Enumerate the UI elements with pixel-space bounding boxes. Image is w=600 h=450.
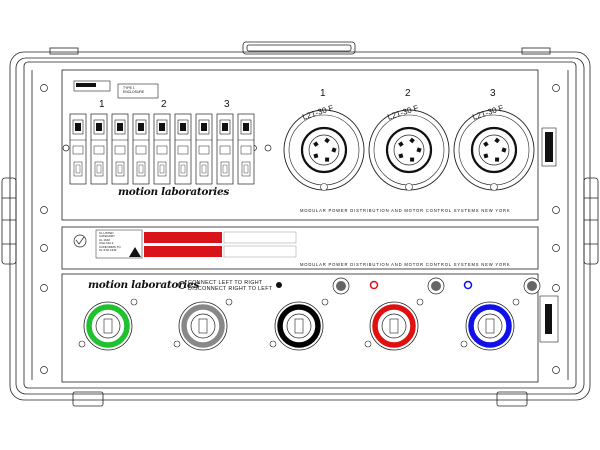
circuit-number-3: 3 xyxy=(224,99,230,110)
breaker-6[interactable] xyxy=(174,113,192,185)
breaker-group xyxy=(69,113,255,185)
type-label-box xyxy=(117,83,159,99)
camlok-panel xyxy=(61,273,539,383)
brand-logo-bottom: motion laboratories xyxy=(88,279,199,291)
type-label-text: TYPE 1 ENCLOSURE xyxy=(123,86,145,94)
brand-logo-top: motion laboratories xyxy=(118,186,229,198)
breaker-9[interactable] xyxy=(237,113,255,185)
breaker-5[interactable] xyxy=(153,113,171,185)
camlok-white[interactable] xyxy=(173,298,233,351)
warning-label-2 xyxy=(144,246,222,257)
twistlock-group xyxy=(283,109,535,191)
breaker-1[interactable] xyxy=(69,113,87,185)
side-clamp-right xyxy=(583,177,599,265)
receptacle-number-2: 2 xyxy=(405,88,411,99)
side-clamp-left xyxy=(1,177,17,265)
camlok-blue[interactable] xyxy=(460,277,541,351)
breaker-3[interactable] xyxy=(111,113,129,185)
receptacle-number-3: 3 xyxy=(490,88,496,99)
connect-instructions: CONNECT LEFT TO RIGHT DISCONNECT RIGHT T… xyxy=(188,280,273,293)
breaker-8[interactable] xyxy=(216,113,234,185)
breaker-2[interactable] xyxy=(90,113,108,185)
breaker-4[interactable] xyxy=(132,113,150,185)
camlok-group xyxy=(78,277,541,351)
breaker-7[interactable] xyxy=(195,113,213,185)
camlok-red[interactable] xyxy=(364,277,445,351)
receptacle-number-1: 1 xyxy=(320,88,326,99)
twistlock-receptacle-1[interactable] xyxy=(283,109,365,191)
warning-label-1 xyxy=(144,232,222,243)
breaker-panel xyxy=(61,69,539,221)
circuit-number-2: 2 xyxy=(161,99,167,110)
footer-text-top: MODULAR POWER DISTRIBUTION AND MOTOR CON… xyxy=(300,208,511,213)
cert-text: UL LISTED CATEGORY UL 1640 CSA C22.2 CON… xyxy=(99,231,121,253)
circuit-number-1: 1 xyxy=(99,99,105,110)
camlok-green[interactable] xyxy=(78,298,138,351)
label-panel xyxy=(61,226,539,270)
cert-logo xyxy=(73,234,87,248)
camlok-black[interactable] xyxy=(269,277,350,351)
twistlock-receptacle-3[interactable] xyxy=(453,109,535,191)
footer-text-middle: MODULAR POWER DISTRIBUTION AND MOTOR CON… xyxy=(300,262,511,267)
top-handle xyxy=(242,41,356,55)
twistlock-receptacle-2[interactable] xyxy=(368,109,450,191)
case-outline xyxy=(9,51,591,401)
